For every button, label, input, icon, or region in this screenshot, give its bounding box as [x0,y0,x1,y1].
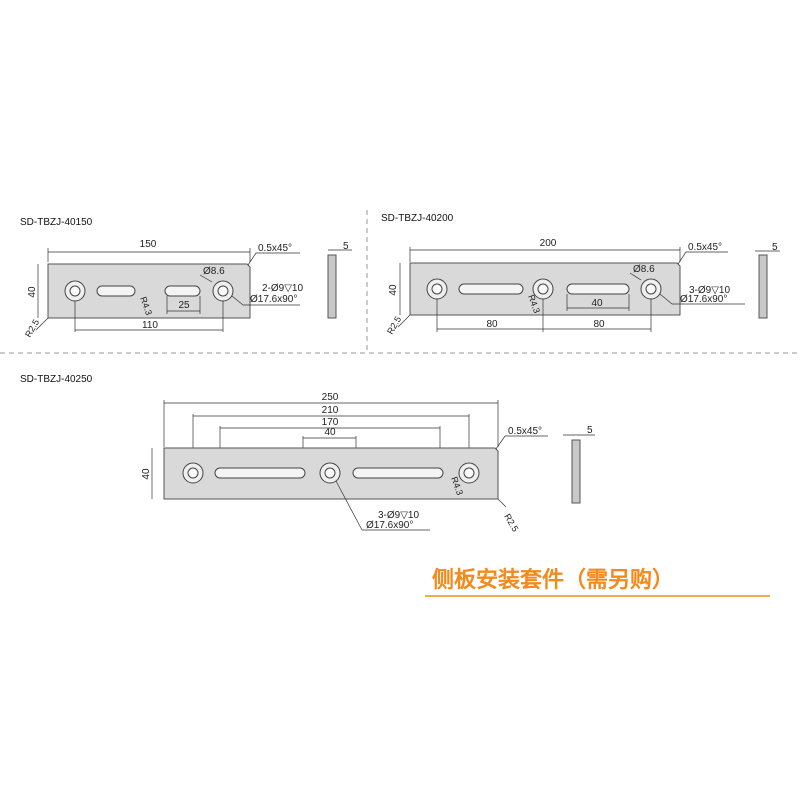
height-dim-text: 40 [388,284,399,296]
hole-callout-line1: 3-Ø9▽10 [378,510,419,521]
length-dim-text: 150 [140,239,157,250]
part-sd-tbzj-40200: SD-TBZJ-40200 200 40 40 80 80 [381,213,780,336]
corner-radius-label: R2.5 [502,512,520,533]
part-model-label: SD-TBZJ-40250 [20,374,93,385]
part-model-label: SD-TBZJ-40150 [20,217,93,228]
slot [214,467,306,479]
chamfer-label: 0.5x45° [258,243,292,254]
leader-line [659,293,673,305]
height-dim-text: 40 [27,286,38,298]
leader-line [677,251,687,265]
thickness-dim-text: 5 [343,241,349,252]
thickness-dim-text: 5 [587,425,593,436]
chamfer-label: 0.5x45° [688,242,722,253]
through-hole [431,283,443,295]
height-dim-text: 40 [141,468,152,480]
hole-spacing-dim-text: 110 [142,320,158,331]
dim-40-text: 40 [324,427,336,438]
slot-dim-text: 40 [591,298,603,309]
side-view-plate [571,439,581,504]
leader-line [35,317,49,331]
caption-group: 侧板安装套件（需另购） [425,567,770,597]
corner-radius-label: R2.5 [385,315,403,336]
plate-body [47,263,251,319]
through-hole [324,467,336,479]
corner-radius-label: R2.5 [23,318,41,339]
leader-line [629,272,642,281]
through-hole [645,283,657,295]
slot-dim-text: 25 [178,300,190,311]
through-hole [187,467,199,479]
caption-text: 侧板安装套件（需另购） [432,567,674,593]
slot [164,285,201,297]
dim-210-text: 210 [322,405,339,416]
slot [96,285,136,297]
hole-callout-line1: 3-Ø9▽10 [689,285,730,296]
through-hole [69,285,81,297]
through-hole [463,467,475,479]
side-view-plate [758,254,768,319]
slot [352,467,444,479]
slot [566,283,630,295]
side-view-plate [327,254,337,319]
length-dim-text: 200 [540,238,557,249]
hole-callout-line2: Ø17.6x90° [250,294,297,305]
part-model-label: SD-TBZJ-40200 [381,213,454,224]
part-sd-tbzj-40250: SD-TBZJ-40250 250 210 170 40 40 [20,374,595,533]
counterbore-label: Ø8.6 [633,264,655,275]
hole-spacing-left-text: 80 [486,319,498,330]
through-hole [217,285,229,297]
hole-callout-line2: Ø17.6x90° [680,294,727,305]
length-dim-text: 250 [322,392,339,403]
leader-line [397,314,411,328]
hole-callout-line1: 2-Ø9▽10 [262,283,303,294]
dim-170-text: 170 [322,417,339,428]
leader-line [497,498,507,508]
counterbore-label: Ø8.6 [203,266,225,277]
chamfer-label: 0.5x45° [508,426,542,437]
part-sd-tbzj-40150: SD-TBZJ-40150 150 40 25 110 R4.3 [20,217,352,339]
hole-spacing-right-text: 80 [593,319,605,330]
slot [458,283,524,295]
thickness-dim-text: 5 [772,242,778,253]
through-hole [537,283,549,295]
leader-line [247,252,257,266]
leader-line [199,274,213,283]
hole-callout-line2: Ø17.6x90° [366,520,413,531]
leader-line [335,480,363,531]
leader-line [495,435,506,450]
leader-line [231,295,244,306]
